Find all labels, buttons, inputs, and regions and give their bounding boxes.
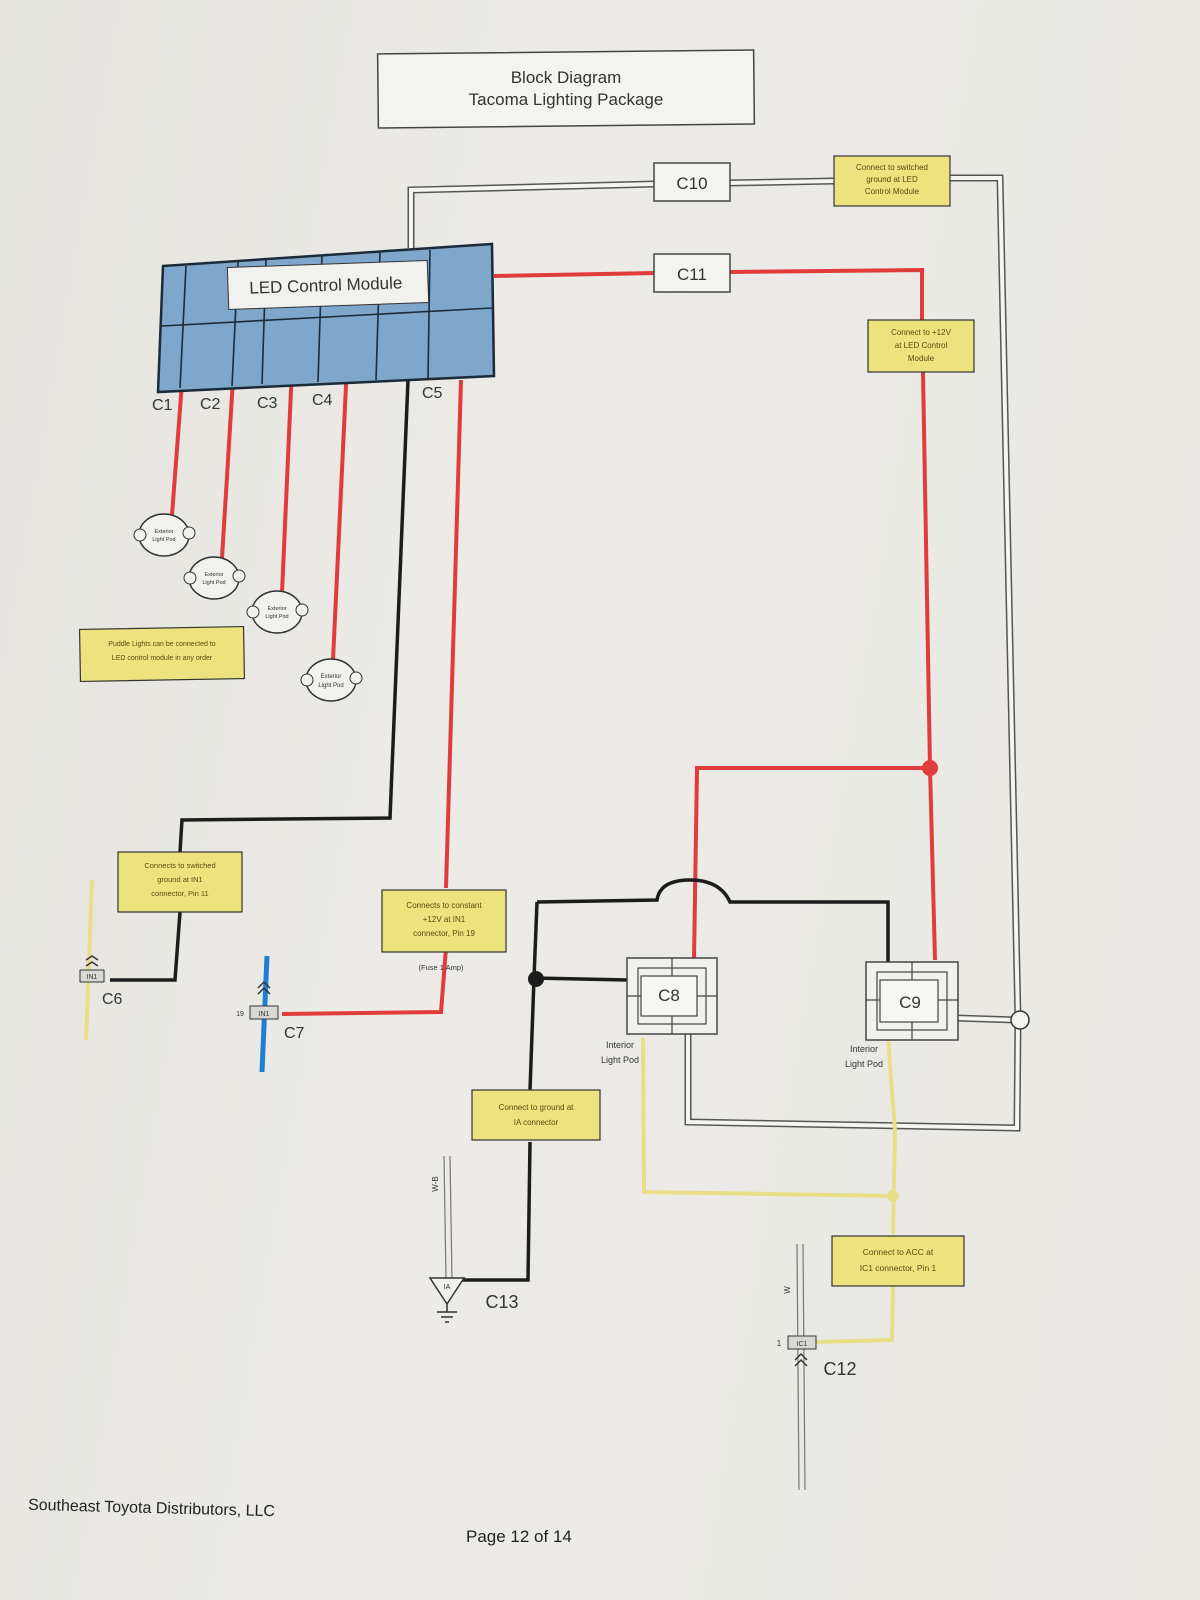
svg-text:Control Module: Control Module [865,187,920,196]
wire-code-wb: W-B [431,1176,440,1191]
svg-text:1: 1 [777,1339,782,1348]
connector-c10: C10 [676,174,707,193]
fuse-label: (Fuse 1 Amp) [418,963,464,972]
connector-c8-box: C8 [626,957,718,1035]
svg-text:Module: Module [908,354,935,363]
exterior-light-pod-1: Exterior Light Pod [133,513,196,557]
connector-c9: C9 [899,993,921,1012]
svg-text:IN1: IN1 [87,974,98,981]
svg-text:Connect to ACC at: Connect to ACC at [863,1247,934,1257]
note-puddle-lights: Puddle Lights can be connected to LED co… [78,625,246,683]
splice-point-red [922,760,938,776]
title-line2: Tacoma Lighting Package [469,90,664,109]
interior-pod-c8-line2: Light Pod [601,1055,639,1065]
title-box: Block Diagram Tacoma Lighting Package [376,49,756,129]
svg-text:Connect to switched: Connect to switched [856,163,928,172]
splice-point-black [528,971,544,987]
connector-c10-box: C10 [653,162,731,202]
svg-text:Light Pod: Light Pod [318,683,343,689]
connector-c7: C7 [284,1025,305,1042]
connector-c9-box: C9 [865,961,959,1041]
connector-c7-plug: IN1 19 C7 [236,980,305,1042]
svg-text:IA: IA [444,1284,451,1291]
connector-c11-box: C11 [653,253,731,293]
svg-text:IA connector: IA connector [514,1118,559,1127]
exterior-light-pod-3: Exterior Light Pod [246,590,309,634]
note-c6: Connects to switched ground at IN1 conne… [117,851,243,913]
interior-pod-c9-line1: Interior [850,1044,878,1054]
title-line1: Block Diagram [511,68,622,87]
note-c7: Connects to constant +12V at IN1 connect… [381,889,507,953]
connector-c4: C4 [312,392,333,409]
note-c12: Connect to ACC at IC1 connector, Pin 1 [831,1235,965,1287]
footer-page: Page 12 of 14 [466,1527,572,1546]
svg-text:IC1 connector, Pin 1: IC1 connector, Pin 1 [860,1263,937,1273]
connector-c3: C3 [257,395,278,412]
note-c11: Connect to +12V at LED Control Module [867,319,975,373]
connector-c11: C11 [677,265,707,284]
svg-text:Connects to switched: Connects to switched [144,861,215,870]
svg-text:LED control module in any orde: LED control module in any order [112,655,213,662]
svg-text:Exterior: Exterior [268,606,287,612]
connector-c13: C13 [485,1292,518,1312]
svg-text:Light Pod: Light Pod [265,614,288,620]
svg-text:Connects to constant: Connects to constant [406,901,482,910]
interior-pod-c9-line2: Light Pod [845,1059,883,1069]
connector-c12-plug: IC1 1 C12 [777,1335,857,1379]
harness-lines [443,1155,806,1491]
svg-text:ground at IN1: ground at IN1 [157,875,202,884]
svg-text:connector, Pin 11: connector, Pin 11 [151,889,208,898]
svg-text:Light Pod: Light Pod [202,580,225,586]
connector-c8: C8 [658,986,680,1005]
svg-text:Puddle Lights can be connected: Puddle Lights can be connected to [108,641,216,648]
svg-text:Exterior: Exterior [155,529,174,535]
exterior-light-pod-2: Exterior Light Pod [183,556,246,600]
svg-text:+12V at IN1: +12V at IN1 [423,915,466,924]
connector-c12: C12 [823,1359,856,1379]
connector-c6-plug: IN1 C6 [79,955,123,1008]
black-wires [110,379,890,1282]
module-connector-labels: C1 C2 C3 C4 C5 [152,385,443,414]
interior-pod-c8-line1: Interior [606,1040,634,1050]
led-control-module: LED Control Module [156,242,496,394]
wire-code-w: W [783,1286,792,1294]
splice-point-ground [1010,1010,1030,1030]
svg-text:IN1: IN1 [259,1011,270,1018]
exterior-light-pod-4: Exterior Light Pod [300,658,363,702]
svg-text:19: 19 [236,1011,244,1018]
yellow-wires [84,879,899,1344]
svg-text:connector, Pin 19: connector, Pin 19 [413,929,475,938]
note-c10: Connect to switched ground at LED Contro… [833,155,951,207]
svg-text:Exterior: Exterior [321,674,342,680]
svg-text:at LED Control: at LED Control [895,341,948,350]
connector-c1: C1 [152,397,173,414]
connector-c2: C2 [200,396,221,413]
connector-c6: C6 [102,991,123,1008]
connector-c5: C5 [422,385,443,402]
svg-text:Exterior: Exterior [205,572,224,578]
svg-text:ground at LED: ground at LED [866,175,918,184]
svg-text:Connect to ground at: Connect to ground at [499,1103,574,1112]
svg-text:IC1: IC1 [797,1341,808,1348]
svg-text:Connect to +12V: Connect to +12V [891,328,951,337]
svg-text:Light Pod: Light Pod [152,537,175,543]
c10-ground-wire [407,174,1030,1132]
connector-c13-ground: IA C13 [428,1277,519,1323]
note-c13: Connect to ground at IA connector [471,1089,601,1141]
